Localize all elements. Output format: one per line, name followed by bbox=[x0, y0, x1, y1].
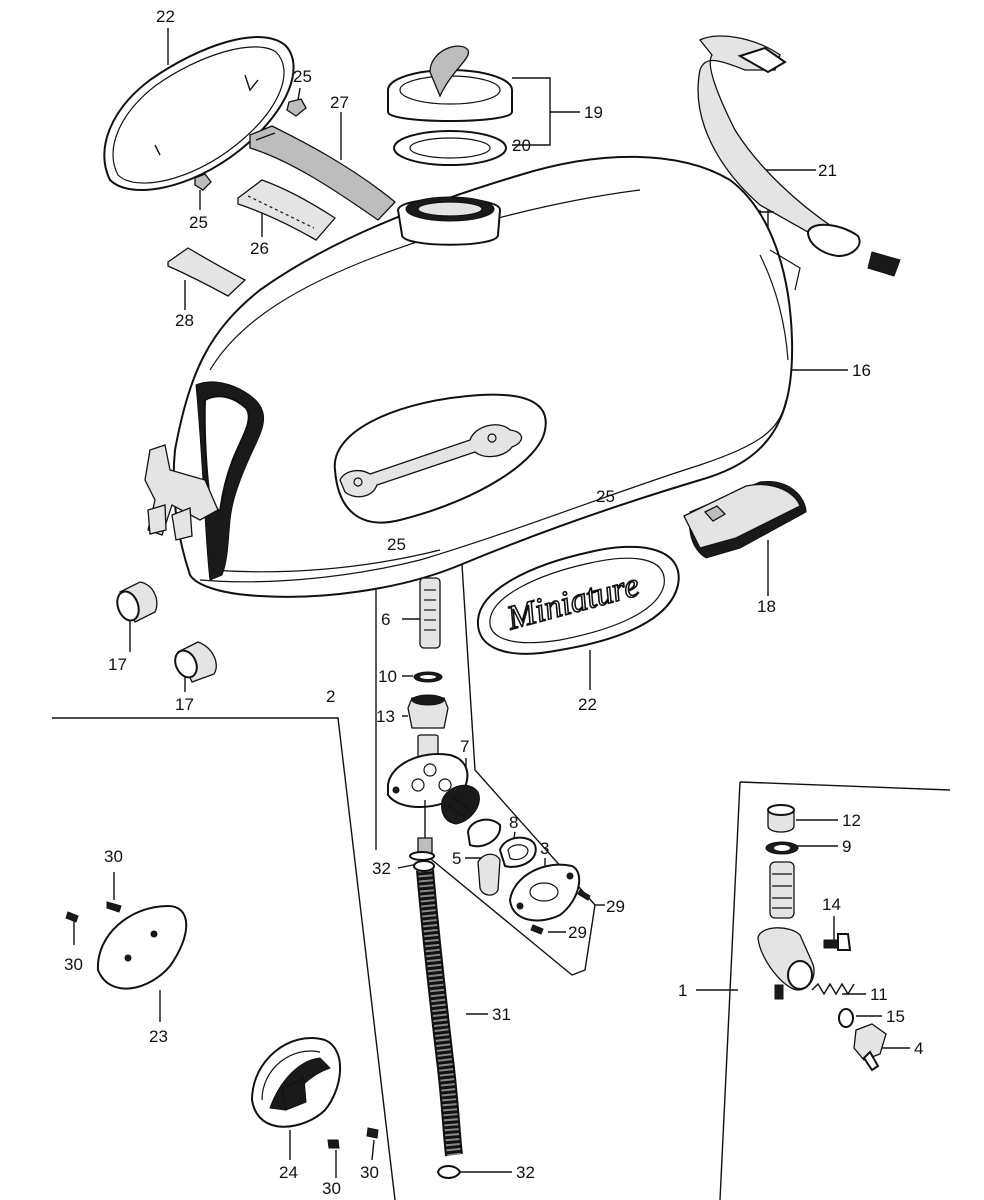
callout-21: 21 bbox=[818, 161, 837, 180]
callout-16: 16 bbox=[852, 361, 871, 380]
callout-24: 24 bbox=[279, 1163, 298, 1182]
callout-15: 15 bbox=[886, 1007, 905, 1026]
callout-11: 11 bbox=[870, 985, 888, 1004]
callout-17-b: 17 bbox=[175, 695, 194, 714]
emblem-side-22: Miniature bbox=[476, 545, 680, 655]
fuel-cock-1 bbox=[757, 804, 887, 1072]
callout-9: 9 bbox=[842, 837, 852, 856]
callout-23: 23 bbox=[149, 1027, 168, 1046]
callout-4: 4 bbox=[914, 1039, 924, 1058]
callout-25-a: 25 bbox=[293, 67, 312, 86]
filler-cap-assembly bbox=[387, 45, 513, 166]
callout-30-a: 30 bbox=[104, 847, 123, 866]
fuel-tank bbox=[144, 155, 801, 598]
callout-14: 14 bbox=[822, 895, 841, 914]
callout-5: 5 bbox=[452, 849, 462, 868]
rear-rubber-18 bbox=[683, 481, 807, 559]
rubber-bushes-17 bbox=[116, 581, 217, 683]
emblem-rim-top bbox=[103, 36, 295, 191]
callout-20: 20 bbox=[512, 136, 531, 155]
callout-29-a: 29 bbox=[606, 897, 625, 916]
callout-25-b: 25 bbox=[189, 213, 208, 232]
callout-17-a: 17 bbox=[108, 655, 127, 674]
callout-32-b: 32 bbox=[516, 1163, 535, 1182]
callout-6: 6 bbox=[381, 610, 391, 629]
callout-1: 1 bbox=[678, 981, 688, 1000]
callout-10: 10 bbox=[378, 667, 397, 686]
knee-grip-rubbers bbox=[167, 125, 396, 297]
callout-25-d: 25 bbox=[387, 535, 406, 554]
callout-28: 28 bbox=[175, 311, 194, 330]
cover-23 bbox=[65, 901, 188, 990]
callout-22-top: 22 bbox=[156, 7, 175, 26]
callout-29-b: 29 bbox=[568, 923, 587, 942]
callout-32-a: 32 bbox=[372, 859, 391, 878]
callout-12: 12 bbox=[842, 811, 861, 830]
callout-27: 27 bbox=[330, 93, 349, 112]
callout-19: 19 bbox=[584, 103, 603, 122]
fuel-cock-assembly bbox=[387, 577, 591, 935]
callout-7: 7 bbox=[460, 737, 470, 756]
callout-30-b: 30 bbox=[64, 955, 83, 974]
callout-30-d: 30 bbox=[360, 1163, 379, 1182]
callout-25-c: 25 bbox=[596, 487, 615, 506]
callout-22-side: 22 bbox=[578, 695, 597, 714]
callout-3: 3 bbox=[540, 839, 550, 858]
callout-26: 26 bbox=[250, 239, 269, 258]
callout-18: 18 bbox=[757, 597, 776, 616]
fuel-hose-31 bbox=[409, 851, 463, 1179]
callout-31: 31 bbox=[492, 1005, 511, 1024]
emblem-24 bbox=[250, 1037, 379, 1149]
callout-30-c: 30 bbox=[322, 1179, 341, 1198]
callout-2: 2 bbox=[326, 687, 336, 706]
callout-13: 13 bbox=[376, 707, 395, 726]
callout-8: 8 bbox=[509, 813, 519, 832]
